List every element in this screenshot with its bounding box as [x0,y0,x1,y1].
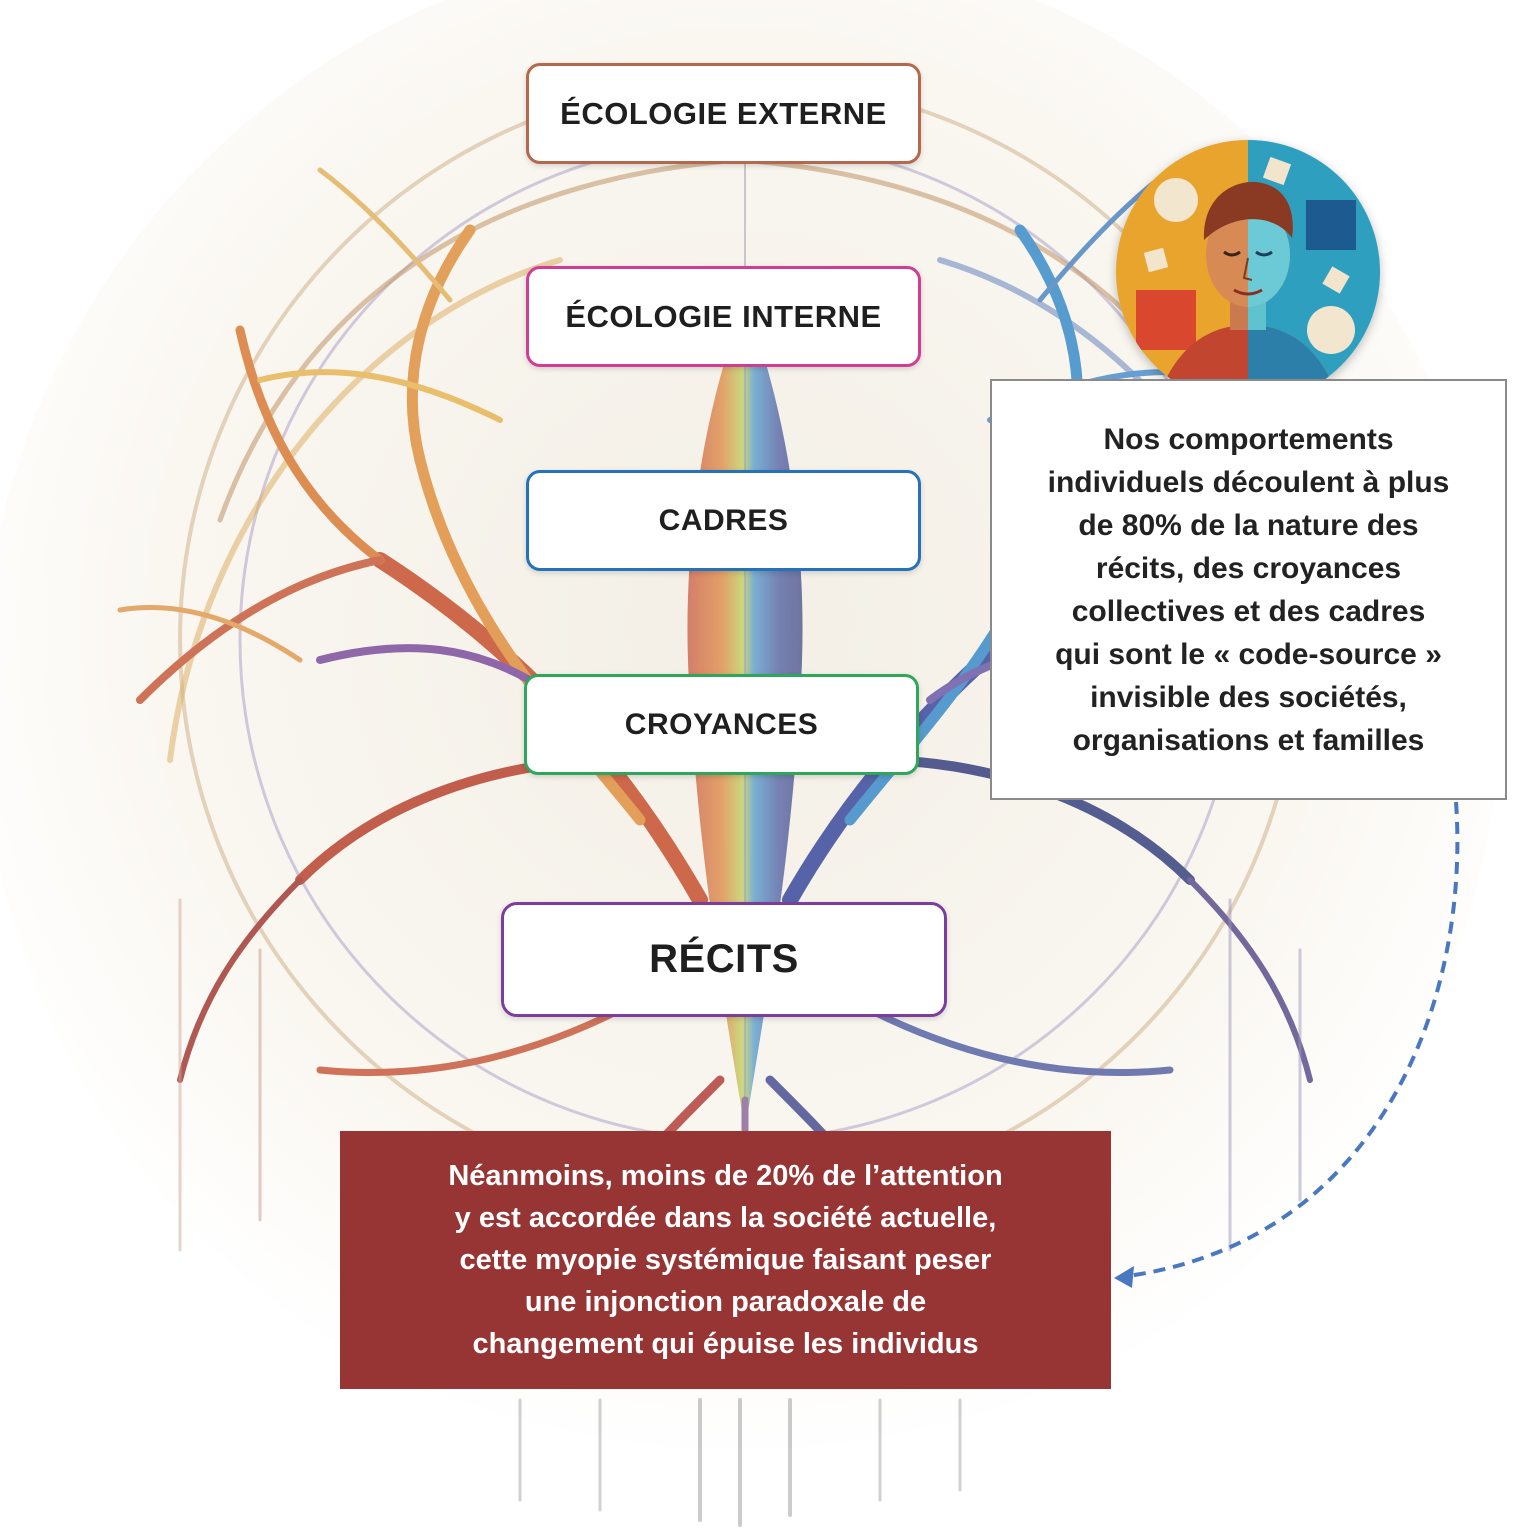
layer-ecologie-externe: ÉCOLOGIE EXTERNE [526,63,921,164]
layer-recits: RÉCITS [501,902,947,1017]
warning-box: Néanmoins, moins de 20% de l’attention y… [340,1131,1111,1389]
layer-ecologie-interne: ÉCOLOGIE INTERNE [526,266,921,367]
puzzle-face-portrait [1116,140,1380,404]
info-box: Nos comportements individuels découlent … [990,379,1507,800]
layer-cadres: CADRES [526,470,921,571]
layer-croyances: CROYANCES [524,674,919,775]
